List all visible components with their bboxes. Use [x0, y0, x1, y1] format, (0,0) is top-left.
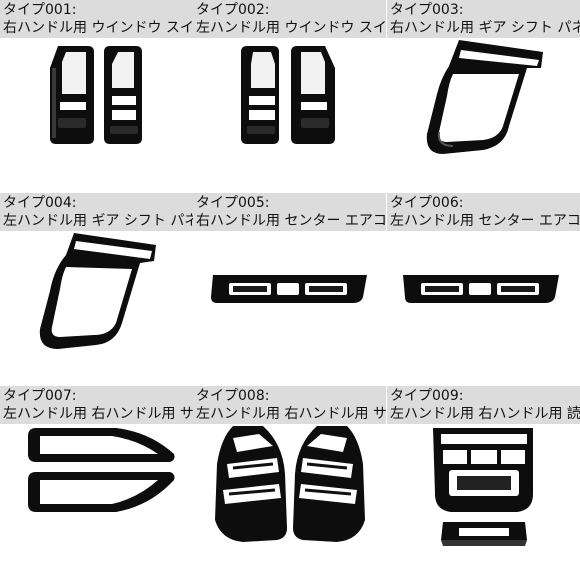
variant-option-004[interactable]: タイプ004: 左ハンドル用 ギア シフト パネル: [0, 193, 193, 386]
variant-description: 左ハンドル用 右ハンドル用 サイド: [3, 406, 193, 422]
side-trim-pair-image: [0, 424, 193, 579]
variant-type: タイプ004:: [3, 195, 77, 211]
variant-option-009[interactable]: タイプ009: 左ハンドル用 右ハンドル用 読書灯: [387, 386, 580, 579]
variant-description: 右ハンドル用 ウインドウ スイッチ: [3, 20, 193, 36]
variant-label: タイプ008: 左ハンドル用 右ハンドル用 サイド: [193, 386, 386, 424]
variant-type: タイプ001:: [3, 2, 77, 18]
variant-label: タイプ001: 右ハンドル用 ウインドウ スイッチ: [0, 0, 193, 38]
variant-type: タイプ009:: [390, 388, 464, 404]
variant-type: タイプ007:: [3, 388, 77, 404]
gear-shift-panel-image: [387, 38, 580, 193]
reading-light-trim-image: [387, 424, 580, 579]
variant-option-003[interactable]: タイプ003: 右ハンドル用 ギア シフト パネル: [387, 0, 580, 193]
variant-description: 左ハンドル用 センター エアコン: [390, 213, 580, 229]
variant-label: タイプ006: 左ハンドル用 センター エアコン: [387, 193, 580, 231]
variant-label: タイプ005: 右ハンドル用 センター エアコン: [193, 193, 386, 231]
variant-option-007[interactable]: タイプ007: 左ハンドル用 右ハンドル用 サイド: [0, 386, 193, 579]
variant-option-001[interactable]: タイプ001: 右ハンドル用 ウインドウ スイッチ: [0, 0, 193, 193]
center-vent-trim-image: [193, 231, 386, 386]
variant-type: タイプ008:: [196, 388, 270, 404]
variant-option-008[interactable]: タイプ008: 左ハンドル用 右ハンドル用 サイド: [193, 386, 386, 579]
variant-option-005[interactable]: タイプ005: 右ハンドル用 センター エアコン: [193, 193, 386, 386]
variant-label: タイプ003: 右ハンドル用 ギア シフト パネル: [387, 0, 580, 38]
variant-description: 右ハンドル用 ギア シフト パネル: [390, 20, 580, 36]
variant-type: タイプ002:: [196, 2, 270, 18]
gear-shift-panel-image: [0, 231, 193, 386]
variant-type: タイプ006:: [390, 195, 464, 211]
variant-description: 左ハンドル用 ギア シフト パネル: [3, 213, 193, 229]
window-switch-panel-image: [0, 38, 193, 193]
variant-description: 右ハンドル用 センター エアコン: [196, 213, 386, 229]
variant-label: タイプ004: 左ハンドル用 ギア シフト パネル: [0, 193, 193, 231]
variant-label: タイプ007: 左ハンドル用 右ハンドル用 サイド: [0, 386, 193, 424]
variant-description: 左ハンドル用 右ハンドル用 読書灯: [390, 406, 580, 422]
variant-description: 左ハンドル用 右ハンドル用 サイド: [196, 406, 386, 422]
variant-type: タイプ003:: [390, 2, 464, 18]
variant-label: タイプ009: 左ハンドル用 右ハンドル用 読書灯: [387, 386, 580, 424]
window-switch-panel-image: [193, 38, 386, 193]
variant-option-006[interactable]: タイプ006: 左ハンドル用 センター エアコン: [387, 193, 580, 386]
side-vent-trim-pair-image: [193, 424, 386, 579]
variant-option-002[interactable]: タイプ002: 左ハンドル用 ウインドウ スイッチ: [193, 0, 386, 193]
variant-description: 左ハンドル用 ウインドウ スイッチ: [196, 20, 386, 36]
center-vent-trim-image: [387, 231, 580, 386]
variant-label: タイプ002: 左ハンドル用 ウインドウ スイッチ: [193, 0, 386, 38]
variant-type: タイプ005:: [196, 195, 270, 211]
